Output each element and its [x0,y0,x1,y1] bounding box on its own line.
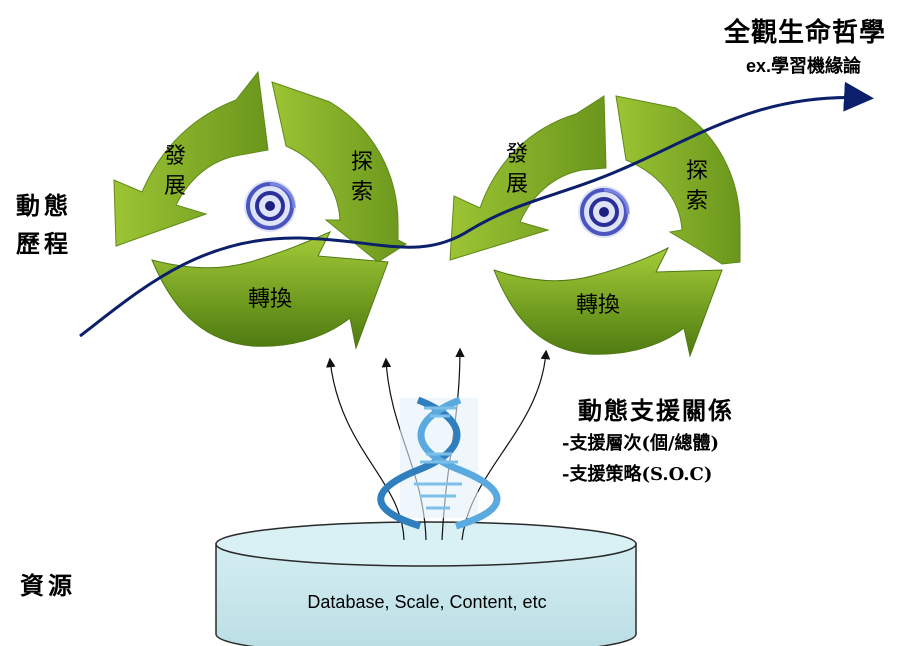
cycle-2-transform-label: 轉換 [576,293,620,318]
cycle-1-explore-arrow [271,81,408,263]
cycle-2 [449,95,741,358]
swirl-icon [238,174,302,238]
resource-label: 資源 [20,571,76,600]
cycle-1-develop-arrow [113,70,269,247]
cycle-1-transform-label: 轉換 [248,287,292,312]
support-heading: 動態支援關係 [578,396,734,425]
database-cylinder [215,521,637,646]
support-item-2: -支援策略(S.O.C) [562,463,712,485]
cycle-2-develop-label-2: 展 [506,172,528,197]
support-item-1: -支援層次(個/總體) [562,432,719,454]
process-label-line2: 歷程 [16,229,72,258]
cycle-1-explore-label-2: 索 [351,180,373,205]
process-curve [79,81,874,338]
cycle-1-develop-label-1: 發 [164,144,186,169]
title-main: 全觀生命哲學 [723,17,886,48]
dna-helix-icon [377,396,501,530]
swirl-icon [572,180,636,244]
title-sub: ex.學習機緣論 [746,55,862,76]
cycle-2-develop-label-1: 發 [506,142,528,167]
cycle-2-explore-arrow [615,95,741,265]
cycle-1-transform-arrow [151,231,389,350]
cycle-2-explore-label-1: 探 [686,159,708,184]
process-label-line1: 動態 [16,191,72,220]
database-label: Database, Scale, Content, etc [307,592,546,612]
cycle-1-develop-label-2: 展 [164,174,186,199]
cycle-1 [113,70,408,350]
cycle-2-transform-arrow [493,246,723,358]
cycle-2-explore-label-2: 索 [686,189,708,214]
cycle-1-explore-label-1: 探 [351,150,373,175]
